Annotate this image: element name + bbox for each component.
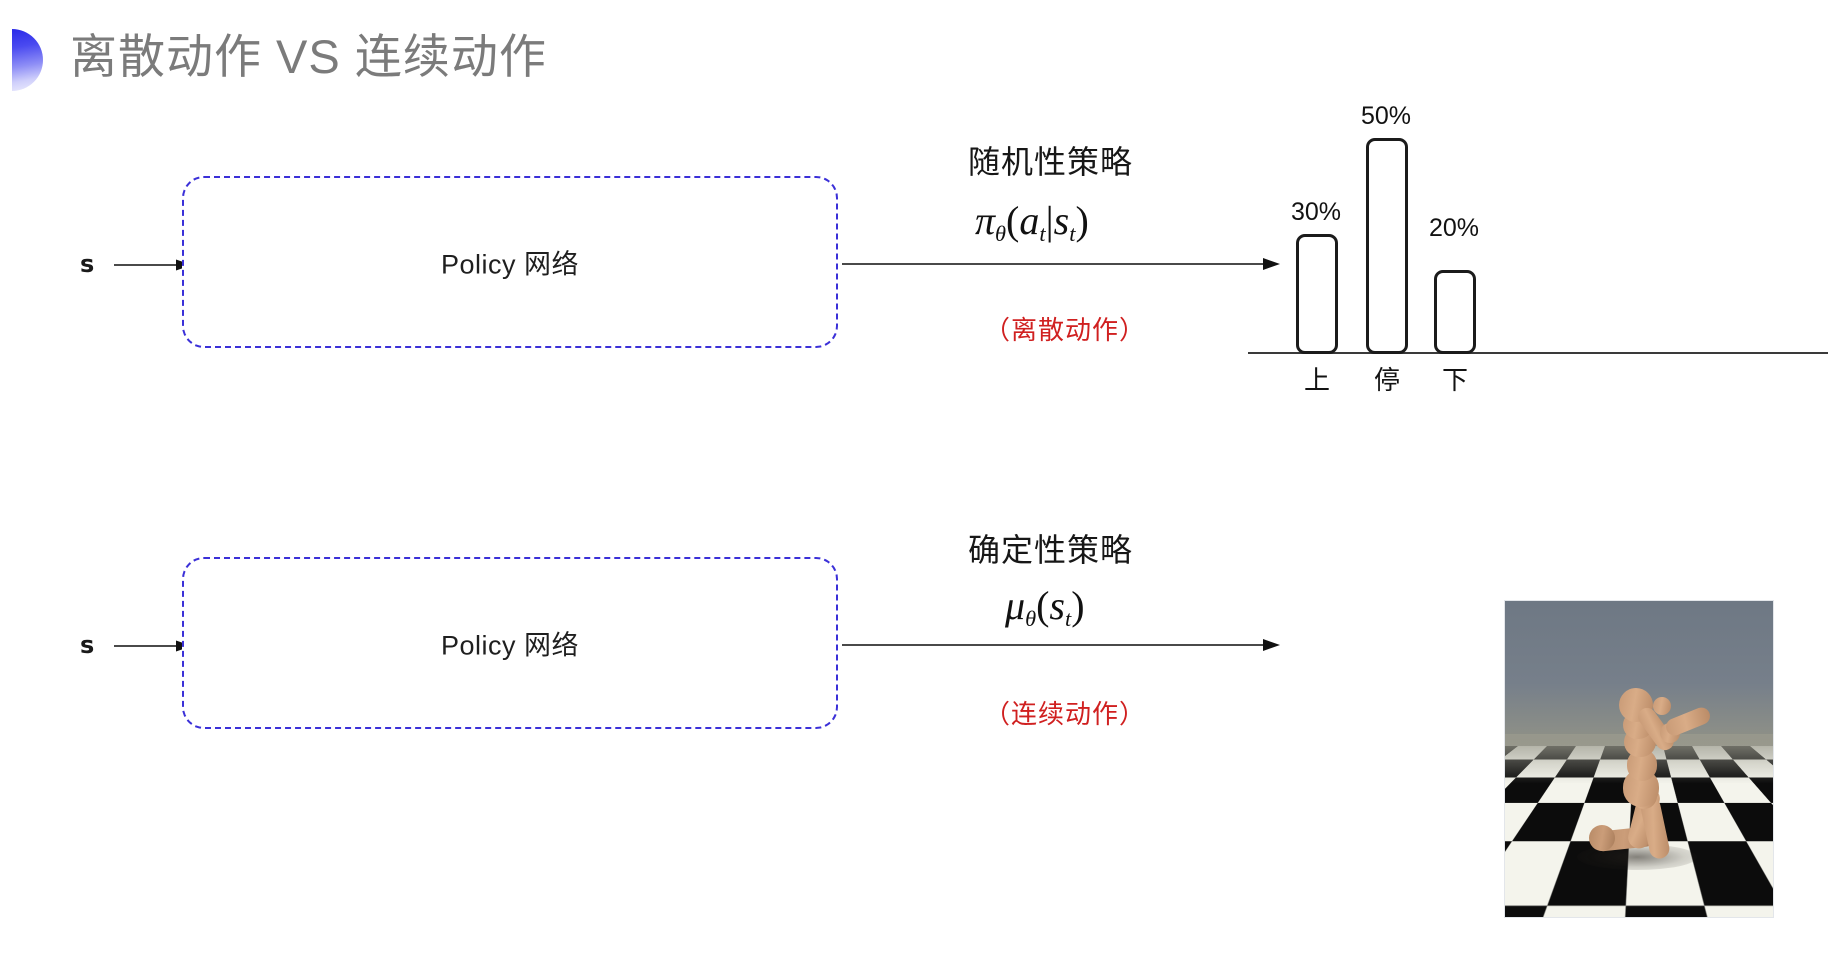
formula-close-paren: ): [1075, 198, 1089, 243]
formula-close-paren-2: ): [1071, 583, 1085, 628]
formula-stochastic-policy: πθ(at|st): [975, 197, 1089, 246]
chart-value-label-1: 50%: [1360, 102, 1412, 130]
output-arrow-continuous: [842, 638, 1280, 652]
formula-s-2: s: [1049, 583, 1065, 628]
formula-mu: μ: [1005, 583, 1026, 628]
formula-a: a: [1019, 198, 1040, 243]
formula-s: s: [1053, 198, 1070, 243]
policy-network-box-continuous[interactable]: Policy 网络: [182, 557, 838, 729]
formula-open-paren: (: [1006, 198, 1020, 243]
page-title: 离散动作 VS 连续动作: [70, 30, 547, 83]
formula-pi: π: [975, 198, 996, 243]
output-arrow-discrete: [842, 257, 1280, 271]
chart-value-label-0: 30%: [1290, 198, 1342, 226]
input-state-label-continuous: s: [80, 631, 95, 659]
chart-bar-1: [1366, 138, 1408, 354]
chart-x-axis: [1248, 352, 1828, 354]
annotation-title-discrete: 随机性策略: [968, 144, 1134, 180]
humanoid-rear-foot: [1589, 825, 1615, 851]
formula-s-sub-2: t: [1064, 605, 1072, 631]
formula-a-sub: t: [1039, 220, 1046, 246]
chart-category-label-2: 下: [1441, 365, 1468, 395]
chart-bar-2: [1434, 270, 1476, 354]
formula-open-paren-2: (: [1036, 583, 1050, 628]
action-probability-chart: 30% 上 50% 停 20% 下: [1248, 96, 1828, 396]
formula-theta-sub: θ: [995, 220, 1007, 246]
input-arrow-continuous: [114, 639, 192, 652]
annotation-title-continuous: 确定性策略: [968, 532, 1134, 568]
chart-category-label-0: 上: [1303, 365, 1330, 395]
mujoco-humanoid-image: [1504, 600, 1774, 918]
policy-network-box-discrete[interactable]: Policy 网络: [182, 176, 838, 348]
formula-theta-sub-2: θ: [1025, 605, 1037, 631]
input-state-label-discrete: s: [80, 250, 95, 278]
note-continuous-action: （连续动作）: [984, 699, 1147, 729]
policy-network-label-continuous: Policy 网络: [440, 630, 580, 661]
formula-s-sub: t: [1069, 220, 1076, 246]
humanoid-hand: [1653, 697, 1671, 715]
chart-category-label-1: 停: [1373, 365, 1400, 395]
policy-network-label-discrete: Policy 网络: [440, 249, 580, 280]
formula-bar: |: [1045, 198, 1054, 243]
input-arrow-discrete: [114, 258, 192, 271]
note-discrete-action: （离散动作）: [984, 315, 1147, 345]
chart-value-label-2: 20%: [1428, 214, 1480, 242]
half-circle-gradient-icon: [12, 29, 43, 91]
formula-deterministic-policy: μθ(st): [1005, 582, 1085, 631]
chart-bar-0: [1296, 234, 1338, 354]
